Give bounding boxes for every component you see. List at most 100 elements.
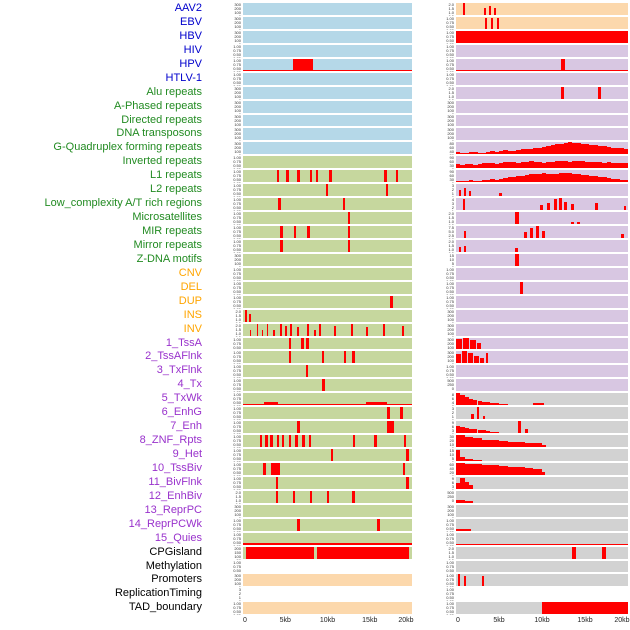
signal-bar [524,429,529,434]
y-axis-ticks-left: 3002001000 [205,141,243,155]
signal-bar [546,173,551,183]
signal-bar [540,205,543,211]
track-panel-left [243,58,412,71]
y-axis-ticks-right: 151050 [412,253,456,266]
track-panel-left [243,365,412,378]
signal-bar [473,399,478,406]
y-tick-label: 1.00 [233,406,241,412]
y-tick-label: 0.25 [233,614,241,615]
signal-bar [580,143,586,155]
y-tick-label: 1.00 [233,183,241,189]
y-tick-label: 0 [239,15,241,16]
track-panel-right [456,365,628,378]
row-label: INS [183,308,202,321]
y-tick-label: 0.25 [233,84,241,85]
track-panel-left [243,295,412,308]
y-tick-label: 10 [449,442,454,448]
y-tick-label: 200 [447,340,454,346]
y-tick-label: 0.25 [233,279,241,280]
row-label: L2 repeats [150,183,202,196]
signal-bar [576,174,581,183]
y-tick-label: 300 [234,252,241,258]
signal-bar [597,162,603,169]
track-panel-left [243,142,412,155]
y-axis-ticks-right: 1.000.750.500.250.00 [412,267,456,280]
y-tick-label: 200 [234,145,241,151]
signal-bar [497,17,500,29]
y-tick-label: 60 [449,173,454,179]
signal-bar [384,170,387,183]
signal-bar [571,221,574,224]
track-panel-left [243,337,412,350]
row-label: CPGisland [149,545,202,558]
signal-bar [295,435,298,447]
signal-bar [559,198,562,211]
track-panel-left [243,574,412,587]
y-tick-label: 0.5 [235,321,241,322]
y-tick-label: 0.25 [233,419,241,420]
y-tick-label: 1 [451,414,454,420]
track-row: Mirror repeats1.000.750.500.250.002.01.5… [0,239,630,253]
y-tick-label: 0 [239,42,241,43]
signal-bar [503,162,508,169]
signal-bar [463,188,467,197]
signal-bar [401,325,404,336]
signal-bar [273,329,276,336]
y-tick-label: 200 [234,33,241,39]
y-axis-ticks-right: 1.000.750.500.250.00 [412,72,456,85]
signal-bar [456,30,628,43]
signal-bar [456,404,628,406]
y-tick-label: 30 [449,434,454,440]
signal-bar [533,148,538,155]
row-label: 12_EnhBiv [148,489,202,502]
signal-bar [493,7,496,15]
track-panel-right [456,198,628,211]
y-axis-ticks-left: 3002001000 [205,30,243,43]
y-axis-ticks-right: 2.01.51.00.50.0 [412,239,456,252]
signal-bar [309,170,313,183]
signal-bar [297,421,300,434]
y-tick-label: 3 [451,406,454,412]
y-tick-label: 300 [234,127,241,133]
signal-bar [468,180,474,183]
signal-bar [290,323,292,336]
signal-bar [515,248,518,252]
y-tick-label: 3 [451,428,454,434]
signal-bar [481,163,487,169]
y-tick-label: 1.00 [233,155,241,161]
signal-bar [366,327,369,336]
signal-bar [330,449,334,461]
track-row: Alu repeats30020010002.01.51.00.50.0 [0,86,630,100]
x-tick-label: 10kb [534,617,550,625]
y-axis-ticks-right: 3002001000 [412,350,456,364]
y-axis-ticks-left: 1.000.750.500.250.00 [205,239,243,252]
row-label: Directed repeats [121,113,202,126]
signal-bar [317,546,410,559]
signal-bar [280,226,283,238]
row-label: 1_TssA [165,336,202,349]
y-tick-label: 0.75 [446,75,454,81]
y-tick-label: 300 [447,99,454,105]
y-tick-label: 0 [452,419,454,420]
y-axis-ticks-right: 86420 [412,392,456,406]
signal-bar [533,161,538,169]
y-tick-label: 5 [451,456,454,461]
signal-bar [249,329,252,336]
y-axis-ticks-left: 1.000.750.500.250.00 [205,406,243,420]
y-axis-ticks-left: 3002001000 [205,86,243,99]
signal-bar [515,212,519,224]
signal-bar [481,576,485,587]
y-tick-label: 0.75 [233,354,241,360]
track-panel-right [456,128,628,141]
y-axis-ticks-left: 1.000.750.500.250.00 [205,58,243,71]
y-tick-label: 1.00 [233,364,241,370]
y-tick-label: 1.00 [233,336,241,342]
y-tick-label: 0.75 [233,340,241,346]
y-tick-label: 9 [451,420,454,426]
signal-bar [529,161,534,169]
row-label: HPV [179,57,202,70]
y-tick-label: 0.75 [446,298,454,304]
signal-bar [456,393,461,406]
signal-bar [456,181,461,183]
y-tick-label: 0 [452,321,454,322]
